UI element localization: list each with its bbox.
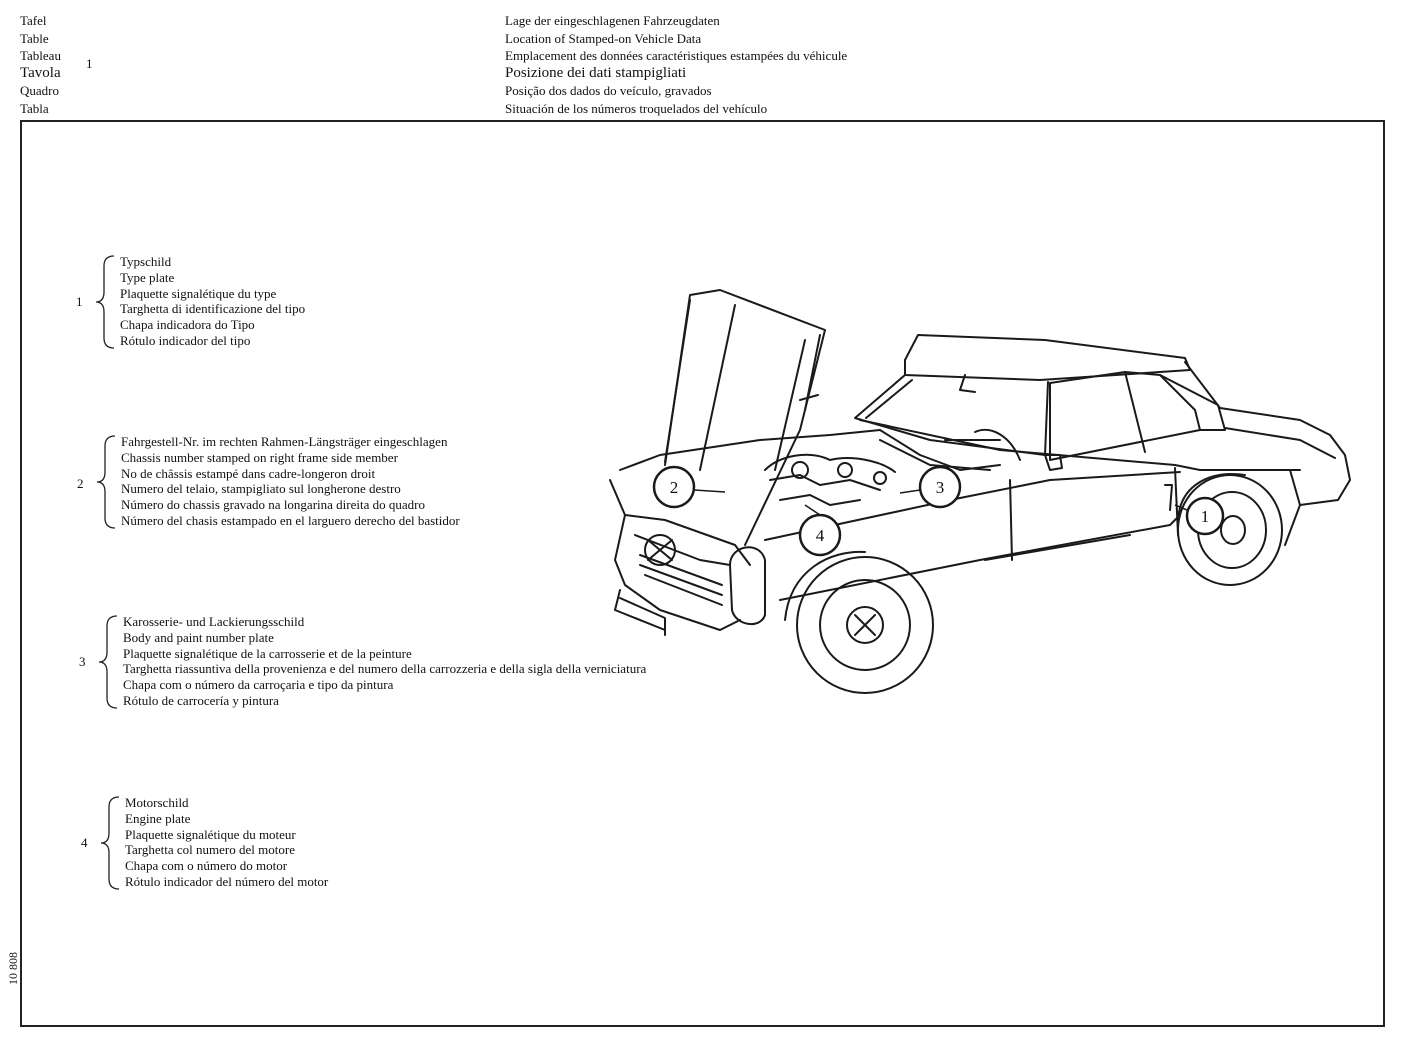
legend-line: Número del chasis estampado en el largue… bbox=[121, 512, 460, 528]
legend-line: Chassis number stamped on right frame si… bbox=[121, 449, 398, 465]
table-label: Tavola bbox=[20, 64, 61, 81]
brace-icon bbox=[96, 435, 116, 529]
callout-2-circle bbox=[652, 465, 696, 509]
page-title: Lage der eingeschlagenen Fahrzeugdaten L… bbox=[505, 12, 847, 117]
legend-line: Plaquette signalétique du moteur bbox=[125, 826, 296, 842]
callout-3-label: 3 bbox=[936, 478, 945, 497]
legend-line: Targhetta riassuntiva della provenienza … bbox=[123, 661, 647, 677]
legend-line: No de châssis estampé dans cadre-longero… bbox=[121, 465, 376, 481]
legend-number: 1 bbox=[76, 294, 83, 309]
document-id: 10 808 bbox=[6, 952, 20, 985]
callout-4-label: 4 bbox=[816, 526, 825, 545]
title-es: Situación de los números troquelados del… bbox=[505, 100, 768, 116]
legend-line: Typschild bbox=[120, 254, 172, 269]
table-label: Tableau bbox=[20, 48, 61, 63]
legend-line: Fahrgestell-Nr. im rechten Rahmen-Längst… bbox=[121, 434, 448, 449]
legend-item-1: 1 Typschild Type plate Plaquette signalé… bbox=[76, 254, 306, 350]
figure-frame bbox=[20, 120, 1385, 1027]
legend-line: Rótulo indicador del número del motor bbox=[125, 873, 329, 889]
legend-line: Chapa com o número do motor bbox=[125, 858, 288, 874]
brace-icon bbox=[95, 255, 115, 349]
brace-icon bbox=[100, 796, 120, 890]
table-label: Tabla bbox=[20, 100, 49, 116]
legend-number: 4 bbox=[81, 835, 88, 850]
legend-number: 3 bbox=[79, 654, 86, 669]
legend-item-2: 2 Fahrgestell-Nr. im rechten Rahmen-Läng… bbox=[77, 434, 460, 530]
legend-line: Targhetta di identificazione del tipo bbox=[120, 301, 306, 317]
legend-item-4: 4 Motorschild Engine plate Plaquette sig… bbox=[81, 795, 329, 891]
table-label-list: Tafel Table Tableau Tavola Quadro Tabla bbox=[20, 12, 61, 117]
title-en: Location of Stamped-on Vehicle Data bbox=[505, 30, 702, 46]
legend-line: Chapa com o número da carroçaria e tipo … bbox=[123, 677, 394, 693]
legend-line: Plaquette signalétique de la carrosserie… bbox=[123, 645, 412, 661]
title-fr: Emplacement des données caractéristiques… bbox=[505, 48, 848, 63]
legend-line: Targhetta col numero del motore bbox=[125, 842, 295, 858]
legend-line: Body and paint number plate bbox=[123, 629, 274, 645]
title-it: Posizione dei dati stampigliati bbox=[505, 64, 687, 81]
table-label: Tafel bbox=[20, 13, 47, 28]
table-number: 1 bbox=[86, 56, 93, 71]
callout-1-circle bbox=[1185, 496, 1225, 536]
legend-line: Type plate bbox=[120, 269, 175, 285]
table-label: Table bbox=[20, 30, 49, 46]
legend-line: Motorschild bbox=[125, 795, 189, 810]
callout-3-circle bbox=[918, 465, 962, 509]
title-pt: Posição dos dados do veículo, gravados bbox=[505, 83, 712, 98]
legend-line: Rótulo indicador del tipo bbox=[120, 332, 251, 348]
legend-line: Numero del telaio, stampigliato sul long… bbox=[121, 481, 401, 497]
legend-item-3: 3 Karosserie- und Lackierungsschild Body… bbox=[79, 614, 647, 710]
legend-line: Karosserie- und Lackierungsschild bbox=[123, 614, 305, 629]
title-de: Lage der eingeschlagenen Fahrzeugdaten bbox=[505, 13, 720, 28]
legend-line: Plaquette signalétique du type bbox=[120, 285, 277, 301]
legend-line: Número do chassis gravado na longarina d… bbox=[121, 497, 425, 513]
brace-icon bbox=[98, 615, 118, 709]
table-label: Quadro bbox=[20, 83, 59, 98]
legend-line: Chapa indicadora do Tipo bbox=[120, 317, 255, 333]
legend-line: Engine plate bbox=[125, 810, 191, 826]
callout-1-label: 1 bbox=[1201, 507, 1210, 526]
legend-line: Rótulo de carrocería y pintura bbox=[123, 692, 279, 708]
legend-number: 2 bbox=[77, 476, 84, 491]
callout-2-label: 2 bbox=[670, 478, 679, 497]
